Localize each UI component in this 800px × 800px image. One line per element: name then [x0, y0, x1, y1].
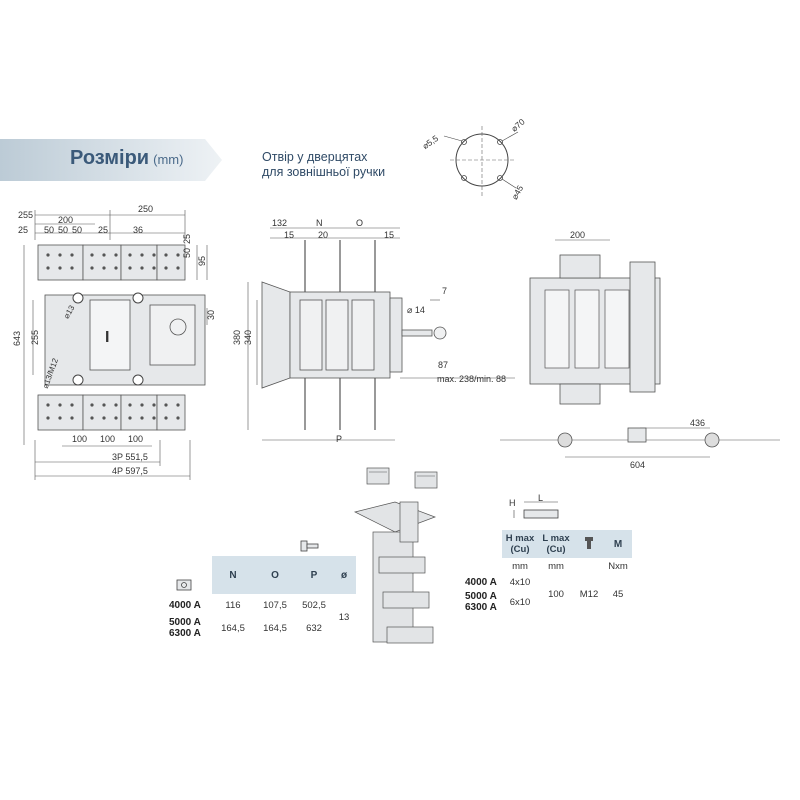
fv-right-30: 30	[206, 310, 216, 320]
t2-unit-l: mm	[548, 560, 564, 572]
fv-left-255: 255	[30, 330, 40, 345]
lug-icon	[176, 579, 192, 591]
t2-torque: 45	[612, 588, 624, 600]
t2-row2-h: 6x10	[509, 596, 531, 608]
rv-436: 436	[690, 418, 705, 428]
fv-3p: 3P 551,5	[112, 452, 148, 462]
isometric-view-drawing	[353, 467, 438, 644]
fv-top-50b: 50	[58, 225, 68, 235]
sv-maxmin: max. 238/min. 88	[437, 374, 506, 384]
t1-row1-P: 502,5	[302, 599, 326, 611]
sv-340: 340	[243, 330, 253, 345]
th-O: O	[254, 556, 296, 594]
sv-87: 87	[438, 360, 448, 370]
th-phi: ø	[332, 556, 356, 594]
t1-row2-O: 164,5	[263, 622, 287, 634]
sv-7: 7	[442, 286, 447, 296]
sv-P: P	[336, 434, 342, 444]
th-hmax: H max (Cu)	[502, 530, 538, 558]
t2-row2-label: 5000 A 6300 A	[465, 591, 497, 613]
fv-top-25b: 25	[98, 225, 108, 235]
t1-phi: 13	[338, 611, 350, 623]
svg-text:I: I	[105, 329, 109, 346]
t2-row1-label: 4000 A	[465, 576, 497, 588]
hole-d70: ⌀70	[509, 118, 527, 134]
th-M: M	[604, 530, 632, 558]
header-banner	[0, 139, 222, 181]
fv-b100c: 100	[128, 434, 143, 444]
table-busbar: H max (Cu) L max (Cu) M mm mm Nxm 4000 A…	[464, 530, 632, 614]
page-title: Розміри(mm)	[70, 147, 184, 169]
bolt-icon	[300, 540, 319, 552]
hl-H: H	[509, 498, 516, 508]
busbar-hl-diagram: H L	[509, 494, 559, 519]
fv-top-50a: 50	[44, 225, 54, 235]
t1-row2-P: 632	[306, 622, 322, 634]
t2-unit-h: mm	[512, 560, 528, 572]
door-note-line1: Отвір у дверцятах	[262, 150, 368, 164]
sv-15b: 15	[384, 230, 394, 240]
fv-top-255: 255	[18, 210, 33, 220]
fv-right-95: 95	[197, 256, 207, 266]
door-hole-drawing: ⌀5,5 ⌀70 ⌀45	[420, 118, 527, 201]
fv-right-50: 50	[182, 248, 192, 258]
sv-15a: 15	[284, 230, 294, 240]
th-N: N	[212, 556, 254, 594]
sv-132: 132	[272, 218, 287, 228]
rear-view-drawing: 200 436 604	[500, 230, 780, 470]
th-lmax: L max (Cu)	[538, 530, 574, 558]
fv-4p: 4P 597,5	[112, 466, 148, 476]
sv-O: O	[356, 218, 363, 228]
rv-604: 604	[630, 460, 645, 470]
sv-14: ⌀ 14	[407, 305, 425, 315]
t2-unit-m: Nxm	[608, 560, 628, 572]
door-note: Отвір у дверцятах для зовнішньої ручки	[262, 150, 385, 180]
sv-N: N	[316, 218, 323, 228]
fv-b100a: 100	[72, 434, 87, 444]
door-note-line2: для зовнішньої ручки	[262, 165, 386, 179]
sv-380: 380	[232, 330, 242, 345]
t2-l-val: 100	[548, 588, 564, 600]
hole-d55: ⌀5,5	[420, 133, 440, 151]
t1-row2-label: 5000 A 6300 A	[169, 617, 201, 639]
fv-left-643: 643	[12, 331, 22, 346]
fv-top-36: 36	[133, 225, 143, 235]
table-nop: N O P ø 4000 A 116 107,5 502,5 13 5000 A…	[168, 556, 356, 640]
fv-right-25: 25	[182, 234, 192, 244]
front-view-drawing: I 255 250 200 25 50 50 50 25 36 50 25 95…	[12, 204, 216, 480]
fv-top-25a: 25	[18, 225, 28, 235]
t1-row1-label: 4000 A	[169, 599, 201, 611]
t1-row1-O: 107,5	[263, 599, 287, 611]
screw-icon	[585, 536, 593, 549]
hl-L: L	[538, 494, 543, 503]
unit-label: (mm)	[153, 152, 184, 167]
sv-20: 20	[318, 230, 328, 240]
th-P: P	[296, 556, 332, 594]
th-bolt	[574, 530, 604, 558]
hole-d45: ⌀45	[509, 183, 525, 201]
t2-bolt: M12	[579, 588, 599, 600]
fv-top-200: 200	[58, 215, 73, 225]
fv-top-50c: 50	[72, 225, 82, 235]
t1-row1-N: 116	[225, 599, 241, 611]
fv-top-250: 250	[138, 204, 153, 214]
t2-row1-h: 4x10	[509, 576, 531, 588]
fv-b100b: 100	[100, 434, 115, 444]
t1-row2-N: 164,5	[221, 622, 245, 634]
rv-200: 200	[570, 230, 585, 240]
side-view-drawing: 132 N O 15 20 15 380 340 7 ⌀ 14 87 max. …	[232, 218, 515, 444]
